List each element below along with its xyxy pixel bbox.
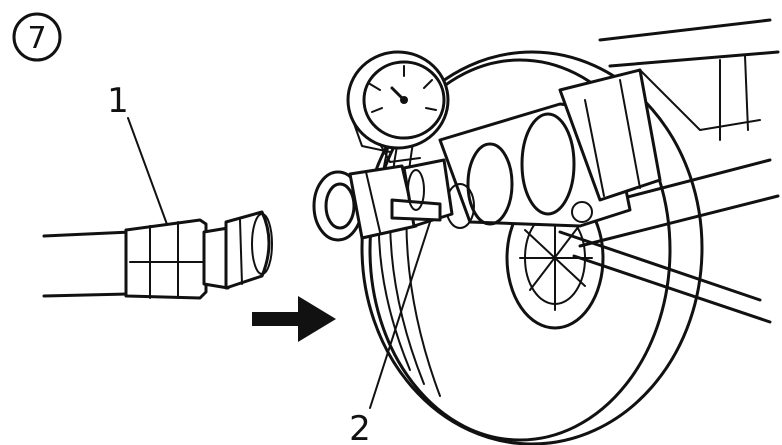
callout-1: 1 [107,81,173,239]
pump-body [438,68,662,229]
arrow-right-icon [252,296,336,342]
hose-coupler [42,210,273,300]
callout-1-label: 1 [107,81,129,121]
step-number: 7 [27,21,46,56]
inlet-valve [312,158,454,242]
callout-2: 2 [349,221,431,445]
pressure-gauge-icon [346,50,450,163]
step-indicator: 7 [12,12,62,62]
callout-2-label: 2 [349,409,371,445]
